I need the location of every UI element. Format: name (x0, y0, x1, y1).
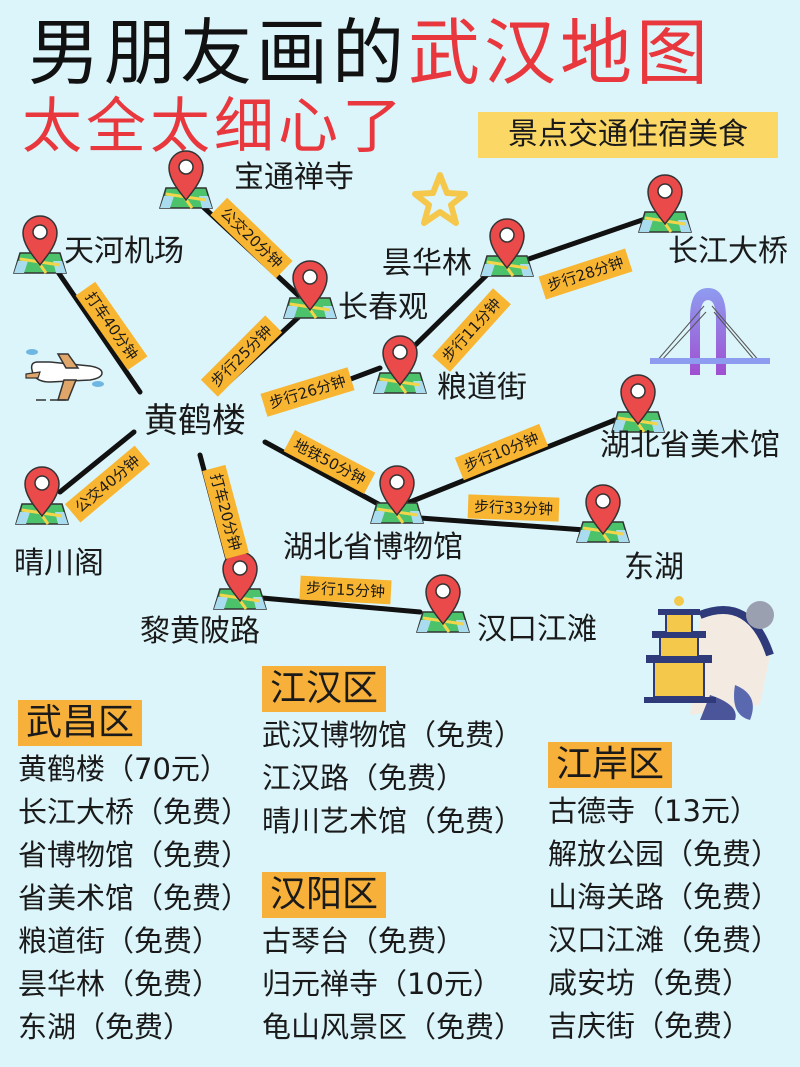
place-art-museum: 湖北省美术馆 (600, 428, 780, 463)
district-heading: 武昌区 (18, 700, 143, 746)
star-icon (412, 172, 468, 226)
pin-artmuseum (610, 373, 666, 434)
pin-lihuangpi (212, 550, 268, 611)
list-item: 晴川艺术馆（免费） (262, 804, 524, 838)
place-liangdao: 粮道街 (437, 370, 527, 405)
district-list: 武汉博物馆（免费） 江汉路（免费） 晴川艺术馆（免费） (262, 714, 523, 843)
list-item: 汉口江滩（免费） (548, 923, 781, 957)
list-item: 吉庆街（免费） (548, 1009, 752, 1043)
list-item: 昙华林（免费） (18, 967, 222, 1001)
pin-tanhualin (479, 217, 535, 278)
pin-bridge (637, 173, 693, 234)
district-jiangan: 江岸区 古德寺（13元） 解放公园（免费） 山海关路（免费） 汉口江滩（免费） … (548, 742, 780, 1048)
route-label-museum-donghu: 步行33分钟 (467, 494, 560, 522)
pin-baotong (158, 149, 214, 210)
list-item: 粮道街（免费） (18, 924, 222, 958)
list-item: 山海关路（免费） (548, 880, 781, 914)
list-item: 省美术馆（免费） (18, 881, 251, 915)
list-item: 长江大桥（免费） (18, 795, 251, 829)
place-tianhe: 天河机场 (64, 234, 184, 269)
list-item: 省博物馆（免费） (18, 838, 251, 872)
list-item: 武汉博物馆（免费） (262, 718, 524, 752)
district-heading: 江岸区 (548, 742, 673, 788)
arch-bridge-icon (650, 288, 770, 375)
place-qingchuange: 晴川阁 (14, 546, 104, 581)
pin-hankou (415, 573, 471, 634)
list-item: 解放公园（免费） (548, 837, 781, 871)
place-museum: 湖北省博物馆 (283, 530, 463, 565)
place-huanghelou: 黄鹤楼 (144, 401, 246, 441)
list-item: 古德寺（13元） (548, 794, 759, 828)
place-donghu: 东湖 (624, 550, 684, 585)
tagline-badge: 景点交通住宿美食 (478, 112, 778, 158)
page-title: 男朋友画的武汉地图 (28, 12, 712, 94)
district-list: 古德寺（13元） 解放公园（免费） 山海关路（免费） 汉口江滩（免费） 咸安坊（… (548, 790, 780, 1048)
district-list: 古琴台（免费） 归元禅寺（10元） 龟山风景区（免费） (262, 920, 523, 1049)
airplane-icon (25, 349, 104, 401)
list-item: 江汉路（免费） (262, 761, 466, 795)
route-label-lihuangpi-hankou: 步行15分钟 (299, 575, 392, 605)
pin-museum (369, 464, 425, 525)
place-hankou-bund: 汉口江滩 (477, 612, 597, 647)
title-black-part: 男朋友画的 (28, 11, 409, 95)
district-heading: 江汉区 (262, 666, 387, 712)
district-jianghan: 江汉区 武汉博物馆（免费） 江汉路（免费） 晴川艺术馆（免费） (262, 666, 523, 843)
list-item: 龟山风景区（免费） (262, 1010, 524, 1044)
list-item: 黄鹤楼（70元） (18, 752, 229, 786)
district-list: 黄鹤楼（70元） 长江大桥（免费） 省博物馆（免费） 省美术馆（免费） 粮道街（… (18, 748, 250, 1049)
place-baotong: 宝通禅寺 (234, 160, 354, 195)
list-item: 古琴台（免费） (262, 924, 466, 958)
list-item: 咸安坊（免费） (548, 966, 752, 1000)
place-changchun: 长春观 (338, 290, 428, 325)
district-wuchang: 武昌区 黄鹤楼（70元） 长江大桥（免费） 省博物馆（免费） 省美术馆（免费） … (18, 700, 250, 1049)
place-changjiang-bridge: 长江大桥 (668, 234, 788, 269)
pin-donghu (575, 483, 631, 544)
district-heading: 汉阳区 (262, 872, 387, 918)
title-red-part: 武汉地图 (408, 11, 713, 95)
yellow-crane-tower-illustration (644, 596, 774, 720)
list-item: 归元禅寺（10元） (262, 967, 502, 1001)
list-item: 东湖（免费） (18, 1010, 193, 1044)
pin-qingchuan (14, 465, 70, 526)
page-subtitle: 太全太细心了 (22, 92, 406, 162)
place-lihuangpi: 黎黄陂路 (140, 614, 260, 649)
district-hanyang: 汉阳区 古琴台（免费） 归元禅寺（10元） 龟山风景区（免费） (262, 872, 523, 1049)
pin-tianhe (12, 214, 68, 275)
place-tanhualin: 昙华林 (382, 246, 472, 281)
